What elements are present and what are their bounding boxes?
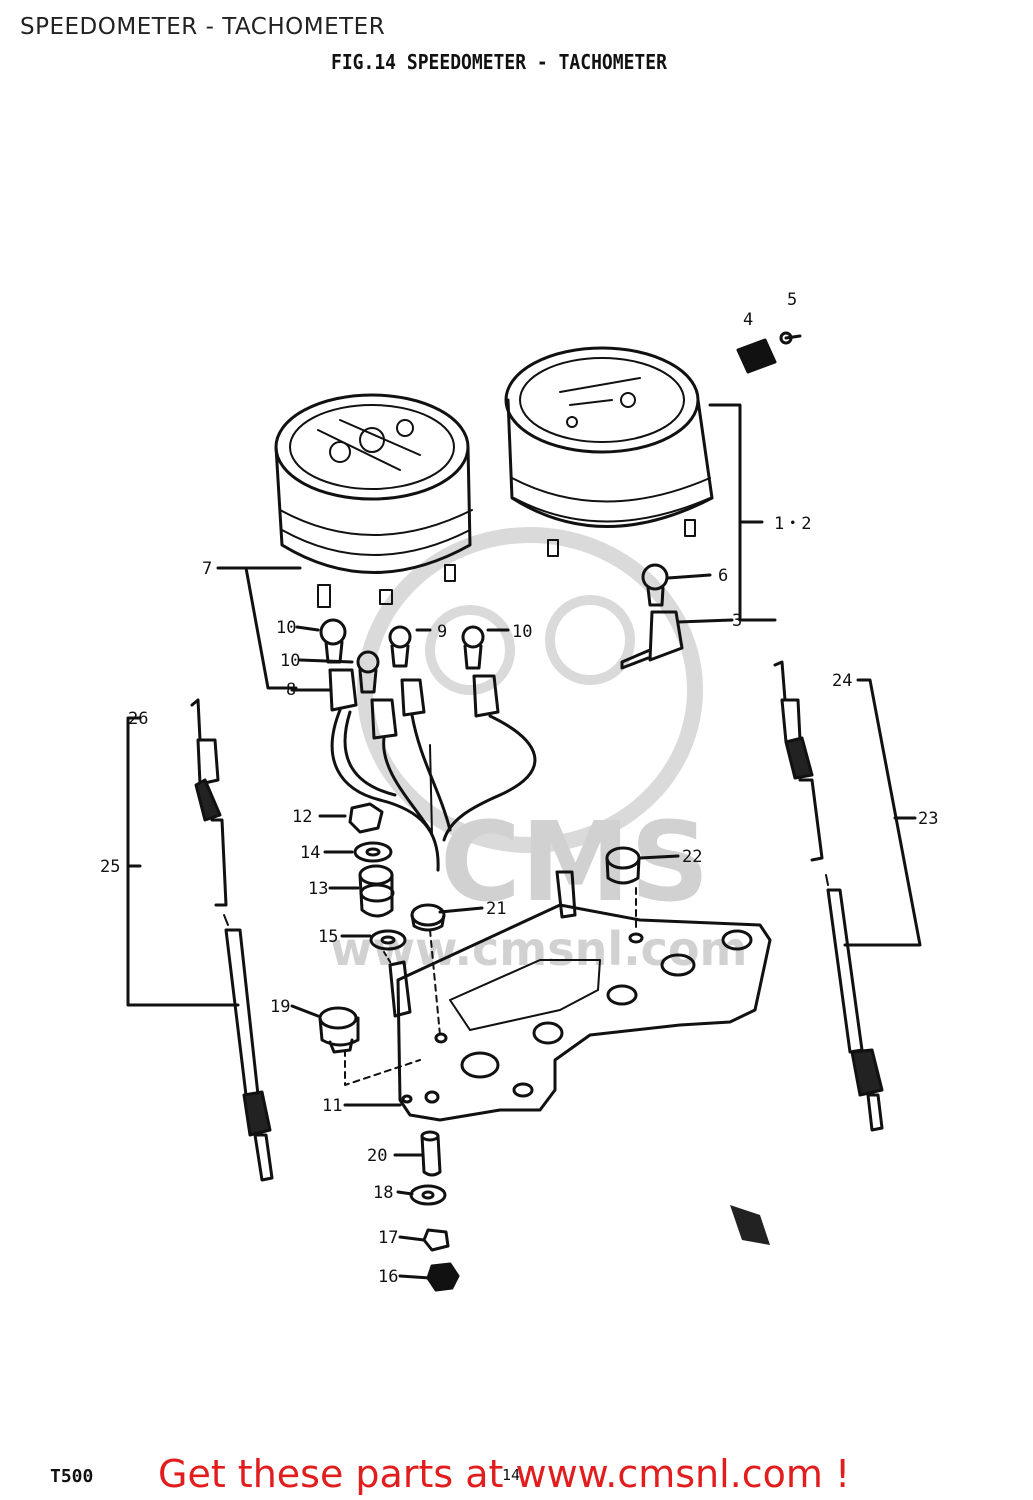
part-16-nut	[426, 1262, 460, 1292]
page-number: 14	[502, 1466, 521, 1484]
watermark-site: www.cmsnl.com	[330, 922, 747, 976]
callout-26: 26	[128, 709, 148, 729]
part-8-sockets-wiring	[328, 668, 537, 872]
callout-19: 19	[270, 997, 290, 1017]
callout-10-left: 10	[276, 618, 296, 638]
callout-21: 21	[486, 899, 506, 919]
callout-9: 9	[437, 622, 447, 642]
part-12-nut	[348, 802, 384, 834]
callout-22: 22	[682, 847, 702, 867]
callout-11: 11	[322, 1096, 342, 1116]
direction-pictogram	[730, 1205, 770, 1245]
part-20-collar	[420, 1130, 442, 1177]
callout-20: 20	[367, 1146, 387, 1166]
part-14-washer	[353, 841, 393, 863]
part-25-speedometer-cable	[190, 698, 274, 1182]
callout-14: 14	[300, 843, 320, 863]
part-3-socket	[620, 610, 684, 670]
callout-12: 12	[292, 807, 312, 827]
callout-7: 7	[202, 559, 212, 579]
callout-8: 8	[286, 680, 296, 700]
bulbs-cluster	[319, 618, 485, 694]
callout-13: 13	[308, 879, 328, 899]
callout-16: 16	[378, 1267, 398, 1287]
page-title: SPEEDOMETER - TACHOMETER	[20, 14, 386, 40]
callout-10-right: 10	[512, 622, 532, 642]
callout-25: 25	[100, 857, 120, 877]
callout-4: 4	[743, 310, 753, 330]
figure-title: FIG.14 SPEEDOMETER - TACHOMETER	[331, 50, 667, 74]
part-19-grommet	[318, 1006, 360, 1054]
callout-6: 6	[718, 566, 728, 586]
part-13-grommet	[358, 864, 395, 918]
model-code: T500	[50, 1466, 94, 1487]
callout-1-2: 1・2	[774, 514, 811, 534]
part-5-screw	[779, 331, 802, 345]
tachometer-gauge	[504, 346, 714, 557]
callout-10-lower: 10	[280, 651, 300, 671]
callout-17: 17	[378, 1228, 398, 1248]
part-4-cap	[736, 338, 777, 374]
callout-5: 5	[787, 290, 797, 310]
callout-18: 18	[373, 1183, 393, 1203]
callout-23: 23	[918, 809, 938, 829]
part-23-tachometer-cable	[773, 660, 884, 1132]
callout-24: 24	[832, 671, 852, 691]
part-18-washer	[409, 1184, 447, 1206]
callout-3: 3	[732, 611, 742, 631]
part-21-plug	[410, 903, 446, 932]
cms-watermark: CMS www.cmsnl.com	[330, 527, 747, 976]
part-11-mounting-plate	[396, 903, 772, 1122]
part-15-washer	[369, 929, 407, 951]
cta-link[interactable]: Get these parts at www.cmsnl.com !	[158, 1452, 851, 1496]
part-17-lockwasher	[422, 1228, 450, 1252]
callout-15: 15	[318, 927, 338, 947]
speedometer-gauge	[274, 393, 473, 608]
